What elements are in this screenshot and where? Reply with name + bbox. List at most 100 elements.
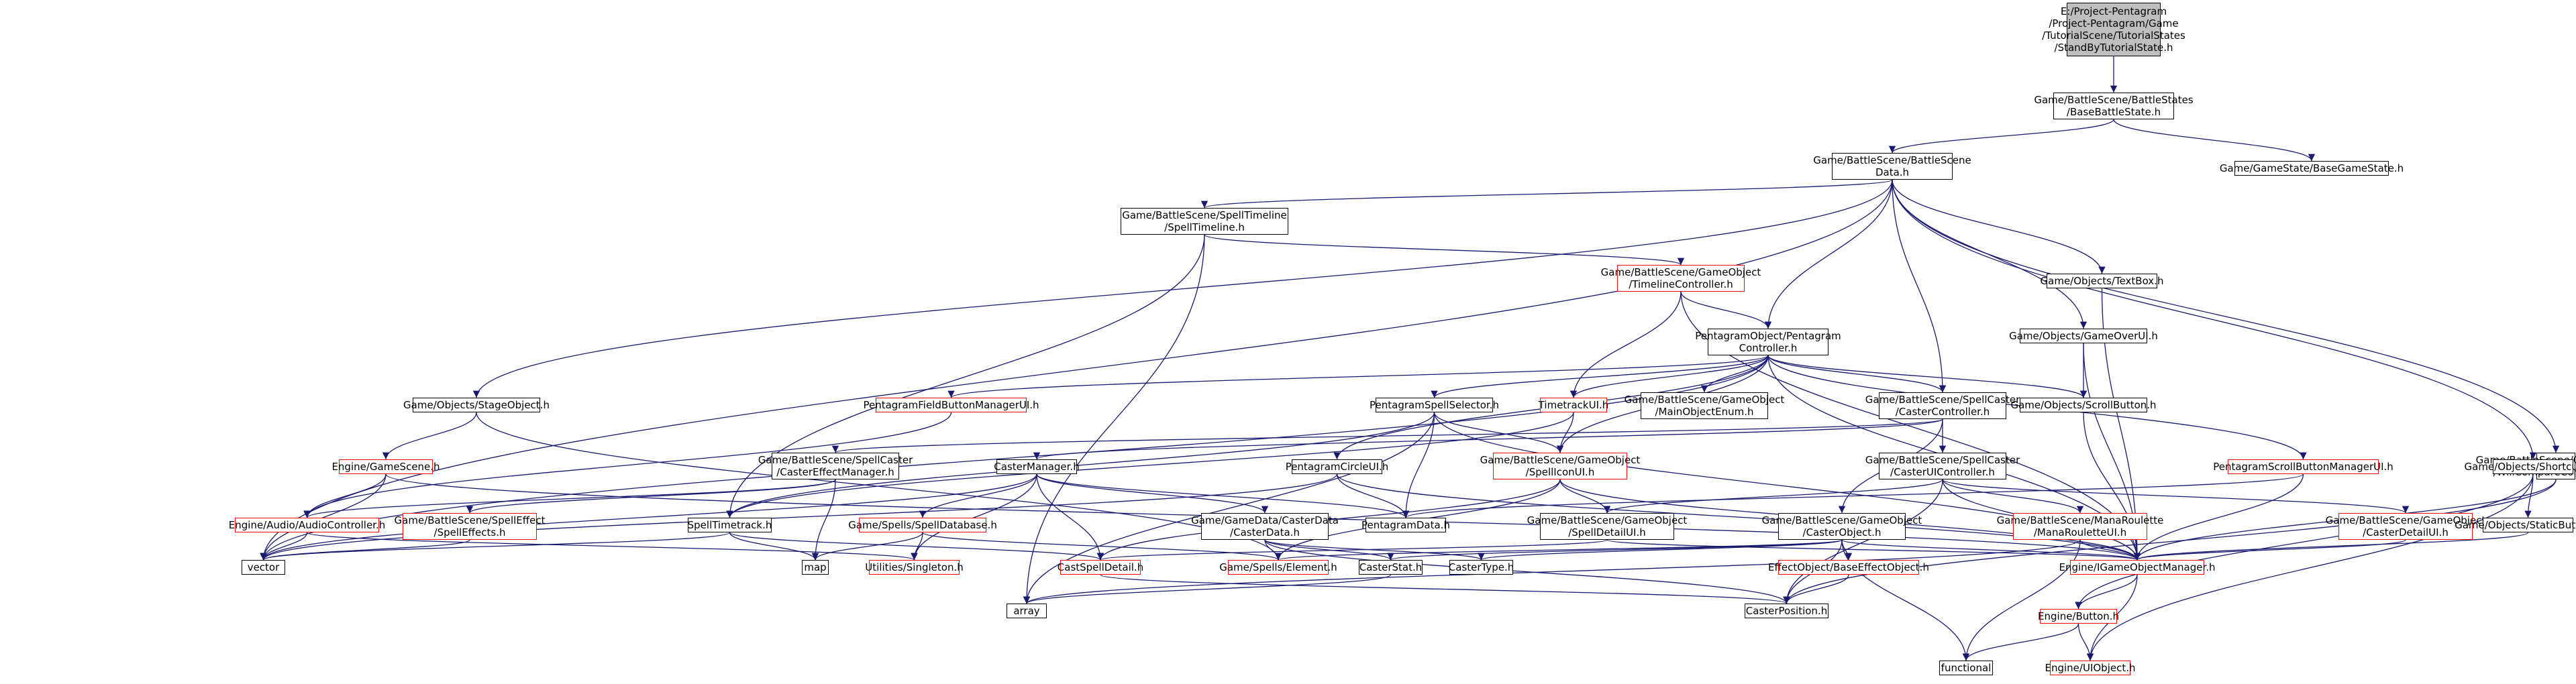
node-label: Game/BattleScene/GameObject /CasterDetai… xyxy=(2325,514,2486,538)
graph-node-basegamestate[interactable]: Game/GameState/BaseGameState.h xyxy=(2220,161,2404,176)
graph-node-pentagramscrollbtn[interactable]: PentagramScrollButtonManagerUI.h xyxy=(2213,459,2393,474)
node-label: vector xyxy=(247,561,280,573)
node-label: Engine/IGameObjectManager.h xyxy=(2059,561,2216,573)
edge-pentagramfieldbtn-to-audiocontroller xyxy=(303,412,952,518)
node-label: Game/BattleScene/ManaRoulette /ManaRoule… xyxy=(1996,514,2164,538)
edge-pentagramcontroller-to-pentagramfieldbtn xyxy=(947,355,1769,398)
node-label: CastSpellDetail.h xyxy=(1057,561,1144,573)
graph-node-timelinecontroller[interactable]: Game/BattleScene/GameObject /TimelineCon… xyxy=(1601,265,1761,292)
edge-pentagramscrollbtn-to-gameobjectmanager xyxy=(2133,473,2304,561)
graph-node-casteruicontroller[interactable]: Game/BattleScene/SpellCaster /CasterUICo… xyxy=(1865,453,2020,479)
edge-casteruicontroller-to-casterposition xyxy=(1783,479,1943,604)
edge-timetrackui-to-spelltimetrack xyxy=(726,412,1574,518)
graph-node-pentagramspellselector[interactable]: PentagramSpellSelector.h xyxy=(1370,398,1499,412)
edge-pentagramcircleui-to-vector xyxy=(260,473,1338,561)
edge-enginegamescene-to-vector xyxy=(260,473,387,561)
graph-node-textbox[interactable]: Game/Objects/TextBox.h xyxy=(2041,274,2163,288)
graph-node-spelldatabase[interactable]: Game/Spells/SpellDatabase.h xyxy=(848,518,997,532)
edge-casterdetailui-to-gameobjectmanager xyxy=(2134,539,2406,561)
graph-node-castereffectmanager[interactable]: Game/BattleScene/SpellCaster /CasterEffe… xyxy=(758,453,913,479)
graph-node-pentagramcircleui[interactable]: PentagramCircleUI.h xyxy=(1286,459,1388,474)
edge-spelldetailui-to-castspelldetail xyxy=(1097,539,1608,561)
node-label: Game/BattleScene/SpellEffect /SpellEffec… xyxy=(394,514,546,538)
edge-audiocontroller-to-singleton xyxy=(306,532,918,561)
edge-spelldatabase-to-map xyxy=(811,532,923,561)
graph-node-castercontroller[interactable]: Game/BattleScene/SpellCaster /CasterCont… xyxy=(1865,392,2020,419)
node-label: Game/BattleScene/SpellCaster /CasterUICo… xyxy=(1865,454,2020,478)
graph-node-casterdata[interactable]: Game/GameData/CasterData /CasterData.h xyxy=(1191,513,1339,540)
graph-node-casterobject[interactable]: Game/BattleScene/GameObject /CasterObjec… xyxy=(1762,513,1922,540)
graph-node-spelleffects[interactable]: Game/BattleScene/SpellEffect /SpellEffec… xyxy=(395,513,545,540)
graph-node-castspelldetail[interactable]: CastSpellDetail.h xyxy=(1057,560,1144,575)
node-label: PentagramFieldButtonManagerUI.h xyxy=(863,399,1039,411)
graph-node-castermanager[interactable]: CasterManager.h xyxy=(994,459,1080,474)
graph-node-pentagramcontroller[interactable]: PentagramObject/Pentagram Controller.h xyxy=(1695,329,1841,355)
graph-node-pentagramdata[interactable]: PentagramData.h xyxy=(1361,518,1450,532)
graph-node-vector[interactable]: vector xyxy=(242,560,285,575)
graph-node-uiobject[interactable]: Engine/UIObject.h xyxy=(2045,661,2136,675)
graph-node-baseeffectobject[interactable]: EffectObject/BaseEffectObject.h xyxy=(1768,560,1929,575)
edge-casterdata-to-casterposition xyxy=(1264,539,1790,604)
graph-node-mainobjectenum[interactable]: Game/BattleScene/GameObject /MainObjectE… xyxy=(1625,392,1784,419)
edge-battlescenedata-to-castercontroller xyxy=(1892,179,1947,393)
graph-node-functional[interactable]: functional xyxy=(1939,661,1993,675)
graph-node-singleton[interactable]: Utilities/Singleton.h xyxy=(865,560,964,575)
graph-node-scrollbutton[interactable]: Game/Objects/ScrollButton.h xyxy=(2010,398,2157,412)
edge-battlescenedata-to-stageobject xyxy=(472,179,1893,398)
node-label: Game/Objects/ScrollButton.h xyxy=(2010,399,2157,411)
graph-node-spelltimetrack[interactable]: SpellTimetrack.h xyxy=(688,518,772,532)
edge-shortcutui-to-enginebutton xyxy=(2075,473,2534,610)
graph-node-pentagramfieldbtn[interactable]: PentagramFieldButtonManagerUI.h xyxy=(863,398,1039,412)
node-label: Game/BattleScene/GameObject /SpellDetail… xyxy=(1527,514,1688,538)
node-label: Game/Objects/StageObject.h xyxy=(403,399,550,411)
edge-enginegamescene-to-audiocontroller xyxy=(303,473,387,518)
edge-pentagramcircleui-to-pentagramdata xyxy=(1336,473,1410,518)
graph-node-casterstat[interactable]: CasterStat.h xyxy=(1359,560,1423,575)
edge-timelinecontroller-to-gameobjectmanager xyxy=(1680,291,2141,561)
edge-castereffectmanager-to-map xyxy=(811,479,836,561)
edge-spelldetailui-to-gameobjectmanager xyxy=(1606,539,2141,561)
edge-castereffectmanager-to-spelleffects xyxy=(466,479,836,514)
edge-pentagramcontroller-to-timetrackui xyxy=(1569,355,1769,398)
edge-basebattlestate-to-battlescenedata xyxy=(1888,119,2114,154)
graph-node-gameobjectmanager[interactable]: Engine/IGameObjectManager.h xyxy=(2059,560,2216,575)
graph-node-casterposition[interactable]: CasterPosition.h xyxy=(1745,604,1828,618)
edge-pentagramcontroller-to-castercontroller xyxy=(1767,355,1947,393)
graph-node-battlescenedata[interactable]: Game/BattleScene/BattleScene Data.h xyxy=(1813,153,1971,180)
node-label: Game/BattleScene/GameObject /SpellIconUI… xyxy=(1480,454,1641,478)
node-label: PentagramData.h xyxy=(1361,519,1450,531)
edge-castercontroller-to-castereffectmanager xyxy=(832,418,1943,453)
graph-node-spelliconui[interactable]: Game/BattleScene/GameObject /SpellIconUI… xyxy=(1480,453,1640,479)
graph-node-timetrackui[interactable]: TimetrackUI.h xyxy=(1539,398,1608,412)
edge-pentagramspellselector-to-array xyxy=(1023,412,1435,604)
graph-node-basebattlestate[interactable]: Game/BattleScene/BattleStates /BaseBattl… xyxy=(2034,93,2194,119)
graph-node-shortcutui[interactable]: Game/Objects/ShortcutUI.h xyxy=(2465,459,2576,474)
node-label: SpellTimetrack.h xyxy=(687,519,772,531)
edge-spelltimeline-to-timelinecontroller xyxy=(1204,234,1684,266)
graph-node-enginebutton[interactable]: Engine/Button.h xyxy=(2038,609,2119,624)
node-label: Game/GameData/CasterData /CasterData.h xyxy=(1191,514,1339,538)
graph-node-enginegamescene[interactable]: Engine/GameScene.h xyxy=(331,459,440,474)
node-label: PentagramCircleUI.h xyxy=(1285,461,1389,473)
node-label: Game/BattleScene/BattleStates /BaseBattl… xyxy=(2034,94,2194,118)
graph-node-spelldetailui[interactable]: Game/BattleScene/GameObject /SpellDetail… xyxy=(1527,513,1687,540)
graph-node-castertype[interactable]: CasterType.h xyxy=(1449,560,1514,575)
edge-castermanager-to-pentagramdata xyxy=(1036,473,1410,518)
graph-node-casterdetailui[interactable]: Game/BattleScene/GameObject /CasterDetai… xyxy=(2326,513,2485,540)
graph-node-stageobject[interactable]: Game/Objects/StageObject.h xyxy=(403,398,550,412)
edge-pentagramcircleui-to-gameobjectmanager xyxy=(1336,473,2141,561)
edge-spelltimeline-to-spelltimetrack xyxy=(726,234,1205,518)
graph-node-map[interactable]: map xyxy=(802,560,829,575)
edge-battlescenedata-to-spelltimeline xyxy=(1201,179,1893,209)
edge-battlescenedata-to-textbox xyxy=(1892,179,2106,274)
graph-node-array[interactable]: array xyxy=(1007,604,1047,618)
graph-node-staticbutton[interactable]: Game/Objects/StaticButton.h xyxy=(2455,518,2576,532)
edge-enginebutton-to-functional xyxy=(1962,623,2079,661)
graph-node-spelltimeline[interactable]: Game/BattleScene/SpellTimeline /SpellTim… xyxy=(1121,208,1288,235)
graph-node-element[interactable]: Game/Spells/Element.h xyxy=(1219,560,1337,575)
graph-node-gameoverui[interactable]: Game/Objects/GameOverUI.h xyxy=(2009,329,2158,343)
graph-node-manaroulette[interactable]: Game/BattleScene/ManaRoulette /ManaRoule… xyxy=(1997,513,2163,540)
graph-node-audiocontroller[interactable]: Engine/Audio/AudioController.h xyxy=(229,518,385,532)
node-label: Engine/Button.h xyxy=(2038,610,2119,622)
edge-spelltimetrack-to-map xyxy=(729,532,819,561)
